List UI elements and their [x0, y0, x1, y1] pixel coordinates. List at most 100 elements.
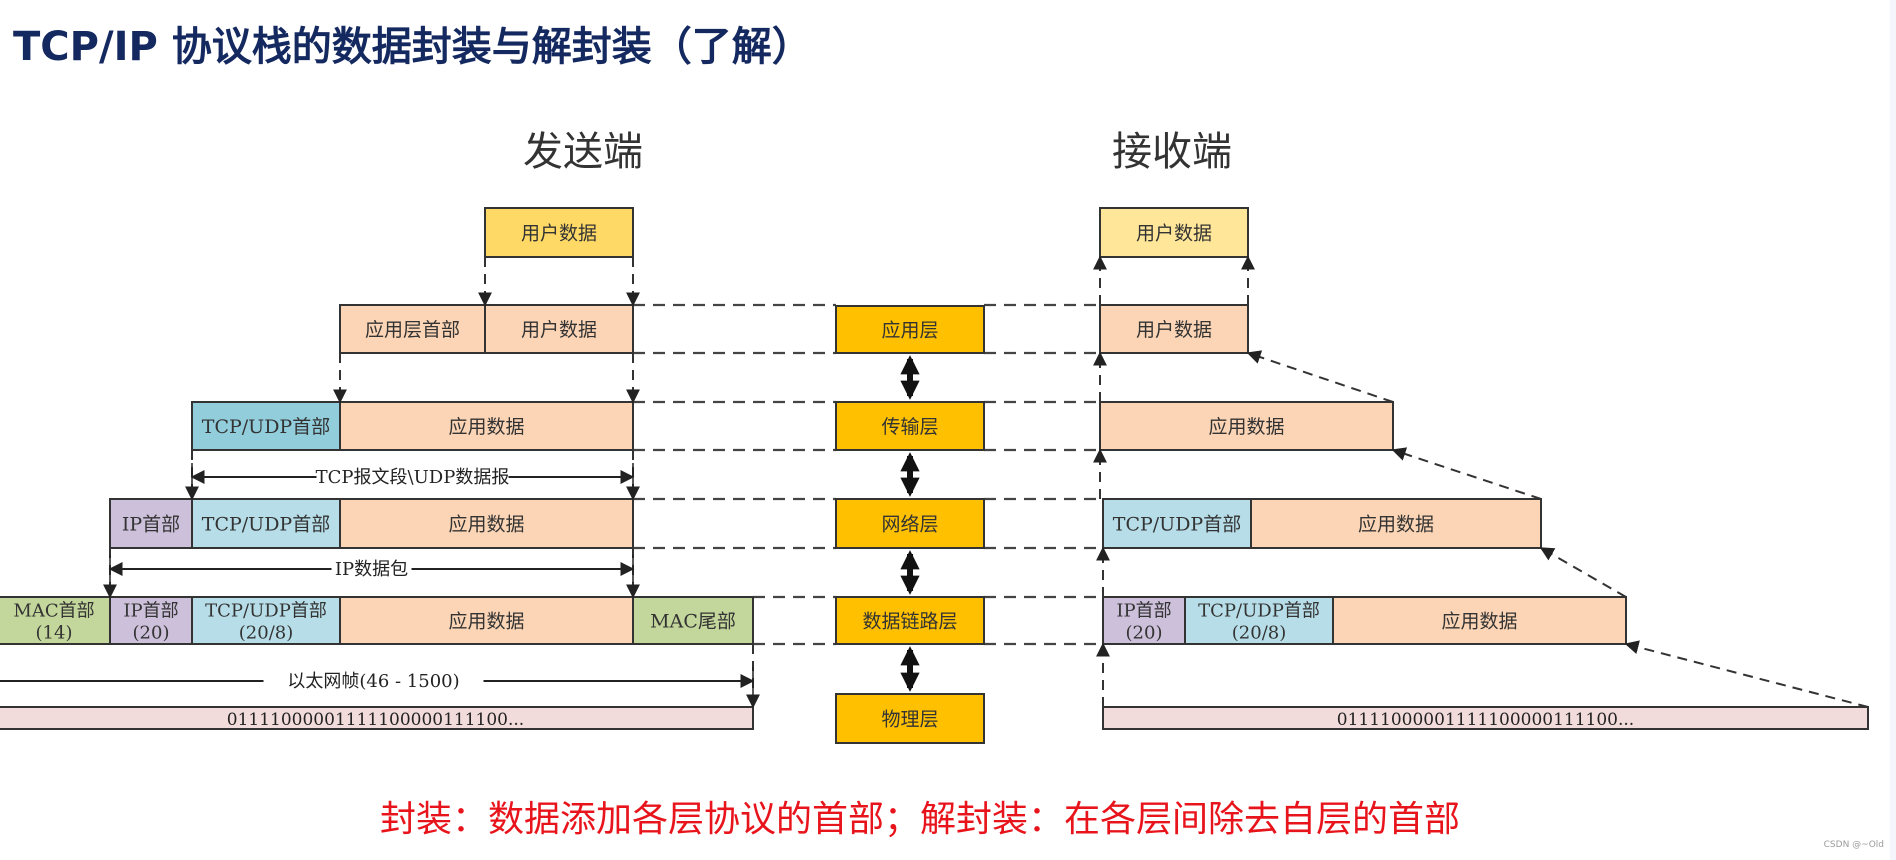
sender-block-label: IP首部 — [122, 514, 180, 536]
layer-box-rect — [835, 498, 985, 549]
receiver-application-row: 用户数据 — [1099, 304, 1249, 354]
receiver-block-label: 应用数据 — [1208, 416, 1284, 438]
layer-box: 传输层 — [835, 401, 985, 497]
sender-block-size: (20/8) — [239, 623, 293, 644]
layer-box-rect — [835, 401, 985, 451]
sender-block-label: 用户数据 — [521, 319, 597, 341]
receiver-block-label: TCP/UDP首部 — [1113, 514, 1241, 536]
receiver-block-label: 应用数据 — [1358, 514, 1434, 536]
header-strip-arrow — [1391, 447, 1542, 500]
layer-box: 应用层 — [835, 305, 985, 400]
receiver-user-data-row: 用户数据 — [1099, 207, 1249, 258]
sender-block-rect — [191, 401, 341, 451]
sender-bits-row: 01111000001111100000111100... — [0, 706, 754, 730]
receiver-block-rect — [1099, 304, 1249, 354]
receiver-block: 应用数据 — [1250, 498, 1542, 549]
sender-block-label: TCP/UDP首部 — [205, 601, 327, 622]
window-edge-strip — [1890, 0, 1896, 860]
layer-guide-lines — [633, 303, 1103, 646]
receiver-block-rect — [1102, 498, 1252, 549]
sender-block: 应用层首部 — [339, 304, 486, 354]
ip-packet-span: IP数据包 — [108, 555, 635, 583]
receiver-block-label: TCP/UDP首部 — [1198, 601, 1320, 622]
span-label: IP数据包 — [335, 559, 408, 580]
sender-block: 应用数据 — [339, 498, 634, 549]
layer-label: 物理层 — [881, 709, 938, 731]
sender-block: TCP/UDP首部(20/8) — [191, 596, 341, 645]
receiver-block-rect — [1099, 401, 1394, 451]
sender-block-rect — [484, 207, 634, 258]
sender-block-label: TCP/UDP首部 — [202, 514, 330, 536]
sender-block: 应用数据 — [339, 401, 634, 451]
sender-block-rect — [0, 706, 754, 730]
sender-block-size: (20) — [133, 623, 170, 644]
receiver-block-label: 用户数据 — [1136, 223, 1212, 245]
sender-block: TCP/UDP首部 — [191, 401, 341, 451]
receiver-bits-row: 01111000001111100000111100... — [1102, 706, 1869, 730]
layer-box-rect — [835, 305, 985, 354]
sender-block: IP首部 — [109, 498, 193, 549]
sender-block-rect — [191, 596, 341, 645]
sender-block-rect — [632, 596, 754, 645]
receiver-datalink-row: IP首部(20) TCP/UDP首部(20/8) 应用数据 — [1102, 596, 1627, 645]
sender-block-rect — [339, 498, 634, 549]
receiver-block: 用户数据 — [1099, 207, 1249, 258]
receiver-block-rect — [1332, 596, 1627, 645]
receiver-block: 应用数据 — [1332, 596, 1627, 645]
sender-block-size: (14) — [36, 623, 73, 644]
sender-block: 用户数据 — [484, 304, 634, 354]
layer-label: 网络层 — [881, 514, 938, 536]
span-label: 以太网帧(46 - 1500) — [287, 671, 459, 692]
layer-box-rect — [835, 596, 985, 645]
sender-block: IP首部(20) — [109, 596, 193, 645]
receiver-block-size: (20) — [1126, 623, 1163, 644]
span-label-bg — [316, 465, 509, 489]
layer-box: 网络层 — [835, 498, 985, 595]
page-title: TCP/IP 协议栈的数据封装与解封装（了解） — [13, 24, 812, 70]
span-label-bg — [331, 557, 412, 581]
receiver-block: IP首部(20) — [1102, 596, 1186, 645]
sender-block: 01111000001111100000111100... — [0, 706, 754, 730]
sender-block: MAC首部(14) — [0, 596, 111, 645]
summary-caption: 封装：数据添加各层协议的首部；解封装：在各层间除去自层的首部 — [379, 799, 1460, 840]
receiver-block: 用户数据 — [1099, 304, 1249, 354]
sender-block-label: 应用层首部 — [365, 319, 460, 341]
receiver-stack: 用户数据用户数据应用数据TCP/UDP首部应用数据IP首部(20)TCP/UDP… — [1093, 207, 1869, 730]
receiver-block-rect — [1250, 498, 1542, 549]
layer-box: 物理层 — [835, 693, 985, 744]
layer-box-rect — [835, 693, 985, 744]
tcp-segment-span: TCP报文段\UDP数据报 — [190, 463, 635, 491]
sender-block-rect — [191, 498, 341, 549]
sender-block: 应用数据 — [339, 596, 634, 645]
receiver-block: TCP/UDP首部 — [1102, 498, 1252, 549]
watermark: CSDN @~Old — [1823, 840, 1884, 850]
receiver-block-rect — [1099, 207, 1249, 258]
sender-block-label: IP首部 — [123, 601, 178, 622]
sender-block: MAC尾部 — [632, 596, 754, 645]
sender-block-label: MAC首部 — [13, 601, 94, 622]
sender-block-label: TCP/UDP首部 — [202, 416, 330, 438]
receiver-block-rect — [1102, 706, 1869, 730]
layer-box: 数据链路层 — [835, 596, 985, 692]
sender-network-row: IP首部 TCP/UDP首部 应用数据 — [109, 498, 634, 549]
layer-label: 数据链路层 — [862, 611, 957, 633]
layer-label: 传输层 — [881, 416, 938, 438]
layer-label: 应用层 — [881, 320, 938, 342]
header-strip-arrow — [1539, 547, 1627, 598]
sender-block-label: 应用数据 — [448, 611, 524, 633]
sender-block-label: 应用数据 — [448, 514, 524, 536]
sender-title: 发送端 — [523, 129, 643, 175]
receiver-block-label: 用户数据 — [1136, 319, 1212, 341]
receiver-transport-row: 应用数据 — [1099, 401, 1394, 451]
sender-application-row: 应用层首部 用户数据 — [339, 304, 634, 354]
receiver-block-label: IP首部 — [1116, 601, 1171, 622]
receiver-block-size: (20/8) — [1232, 623, 1286, 644]
sender-block-label: 应用数据 — [448, 416, 524, 438]
receiver-network-row: TCP/UDP首部 应用数据 — [1102, 498, 1542, 549]
sender-user-data-row: 用户数据 — [484, 207, 634, 258]
receiver-block-label: 应用数据 — [1441, 611, 1517, 633]
